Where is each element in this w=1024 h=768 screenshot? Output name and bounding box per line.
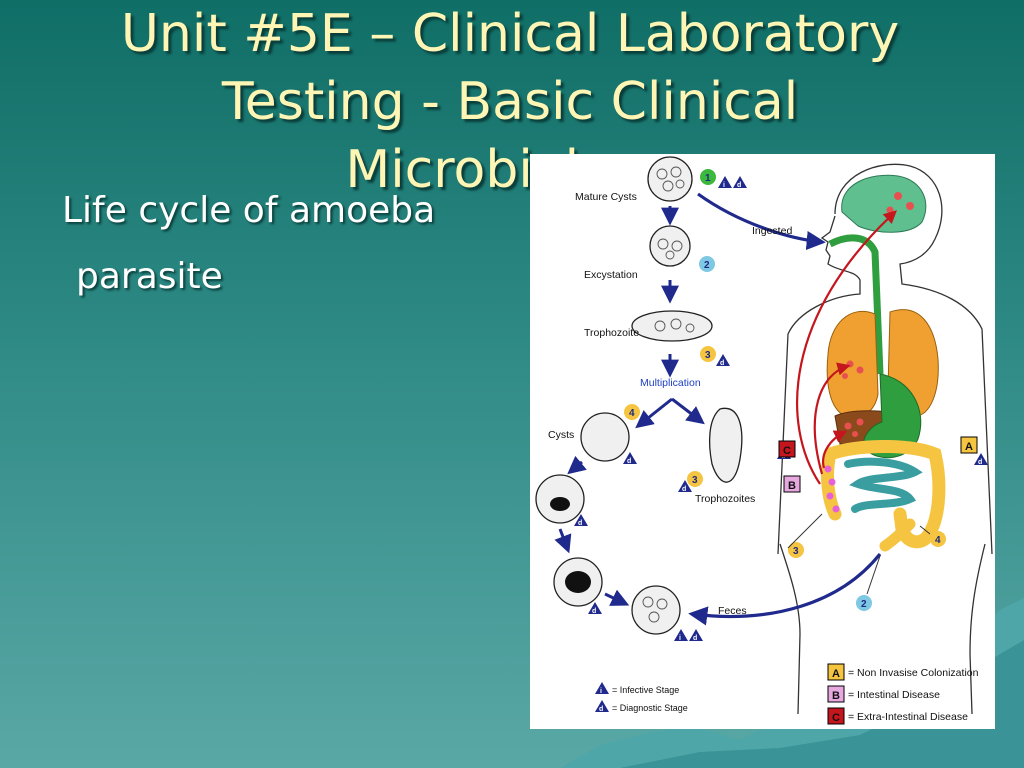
red-spread-arrows <box>796 210 897 485</box>
step-badge-2: 2 <box>704 260 710 271</box>
step-badge-3b: 3 <box>692 475 698 486</box>
step-badge-2b: 2 <box>861 599 867 610</box>
step-badge-4: 4 <box>629 408 635 419</box>
trophozoites-label: Trophozoites <box>695 493 755 505</box>
legend-diagnostic: = Diagnostic Stage <box>612 703 688 713</box>
excystation-label: Excystation <box>584 269 638 281</box>
diagnostic-marker: d <box>737 182 741 189</box>
feces-label: Feces <box>718 605 747 617</box>
classification-badges: C B A <box>778 436 978 493</box>
step-badge-1: 1 <box>705 173 711 184</box>
infective-marker-2: i <box>679 635 681 642</box>
svg-text:A: A <box>832 668 840 680</box>
svg-text:C: C <box>832 712 840 724</box>
diagnostic-marker-2: d <box>720 360 724 367</box>
title-line-2: Testing - Basic Clinical <box>221 72 799 132</box>
classification-legend: A = Non Invasise Colonization B = Intest… <box>827 663 979 725</box>
legend-infective: = Infective Stage <box>612 685 679 695</box>
ingested-label: Ingested <box>752 225 792 237</box>
diagram-svg: Mature Cysts Excystation Trophozoite Mul… <box>535 156 993 725</box>
bullet-line-1: Life cycle of amoeba <box>62 190 436 231</box>
svg-text:d: d <box>599 706 603 713</box>
esophagus <box>828 234 884 375</box>
svg-text:B: B <box>832 690 840 702</box>
stage-legend: i = Infective Stage d = Diagnostic Stage <box>595 682 688 713</box>
badge-c: C <box>783 445 791 457</box>
mature-cysts-label: Mature Cysts <box>575 191 637 203</box>
bullet-line-2: parasite <box>76 256 223 297</box>
trophozoite-label: Trophozoite <box>584 327 639 339</box>
brain-shape <box>841 174 927 233</box>
small-intestine <box>844 457 923 513</box>
badge-a: A <box>965 441 973 453</box>
cyst-drawings <box>535 156 743 635</box>
legend-a-text: = Non Invasise Colonization <box>848 667 979 679</box>
step-badges: 1 2 3 4 3 3 4 2 <box>624 169 946 611</box>
diagnostic-marker-9: d <box>978 459 982 466</box>
diagnostic-marker-6: d <box>592 608 596 615</box>
amoeba-life-cycle-diagram: Mature Cysts Excystation Trophozoite Mul… <box>530 154 995 729</box>
legend-b-text: = Intestinal Disease <box>848 689 940 701</box>
multiplication-label: Multiplication <box>640 377 701 389</box>
intestinal-lesions <box>824 465 840 513</box>
diagnostic-marker-4: d <box>682 486 686 493</box>
title-line-1: Unit #5E – Clinical Laboratory <box>120 4 900 64</box>
legend-c-text: = Extra-Intestinal Disease <box>848 711 968 723</box>
diagnostic-marker-3: d <box>627 458 631 465</box>
step-badge-4b: 4 <box>935 535 941 546</box>
step-badge-3c: 3 <box>793 546 799 557</box>
human-body-outline <box>777 163 993 715</box>
svg-text:i: i <box>600 688 602 695</box>
infective-marker: i <box>723 182 725 189</box>
cycle-arrows <box>554 192 882 626</box>
step-badge-3: 3 <box>705 350 711 361</box>
diagnostic-marker-5: d <box>578 520 582 527</box>
cysts-label: Cysts <box>548 429 574 441</box>
stomach <box>863 373 922 459</box>
diagnostic-marker-7: d <box>693 635 697 642</box>
badge-b: B <box>788 480 796 492</box>
slide-title: Unit #5E – Clinical Laboratory Testing -… <box>60 0 960 204</box>
